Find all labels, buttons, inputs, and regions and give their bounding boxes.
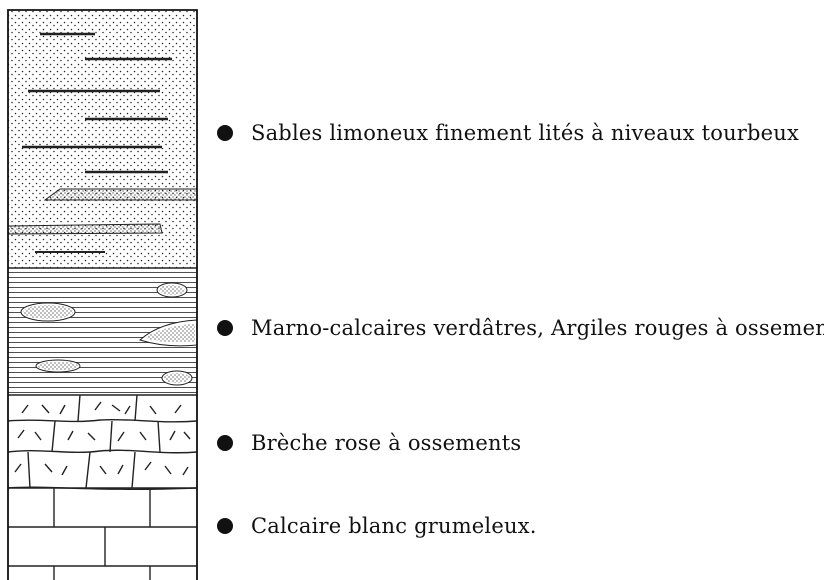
sand-lens xyxy=(164,373,190,383)
legend-label: Calcaire blanc grumeleux. xyxy=(251,514,537,538)
sand-lens xyxy=(38,362,78,371)
legend-item-sables: Sables limoneux finement lités à niveaux… xyxy=(217,118,799,148)
sand-lens xyxy=(159,285,185,295)
stratigraphic-column xyxy=(0,0,210,580)
layer-sables xyxy=(8,10,197,268)
bullet-icon xyxy=(217,518,233,534)
bullet-icon xyxy=(217,435,233,451)
legend-label: Marno-calcaires verdâtres, Argiles rouge… xyxy=(251,316,824,340)
legend-label: Sables limoneux finement lités à niveaux… xyxy=(251,121,799,145)
bullet-icon xyxy=(217,125,233,141)
sand-lens xyxy=(23,305,73,319)
layer-calcaire xyxy=(8,488,197,580)
layer-marno xyxy=(8,268,197,395)
layer-breche xyxy=(8,395,197,489)
peat-band xyxy=(8,224,162,234)
peat-band xyxy=(45,189,197,200)
bullet-icon xyxy=(217,320,233,336)
legend-item-marno: Marno-calcaires verdâtres, Argiles rouge… xyxy=(217,313,824,343)
legend-label: Brèche rose à ossements xyxy=(251,431,521,455)
legend-item-calcaire: Calcaire blanc grumeleux. xyxy=(217,511,537,541)
legend-item-breche: Brèche rose à ossements xyxy=(217,428,521,458)
